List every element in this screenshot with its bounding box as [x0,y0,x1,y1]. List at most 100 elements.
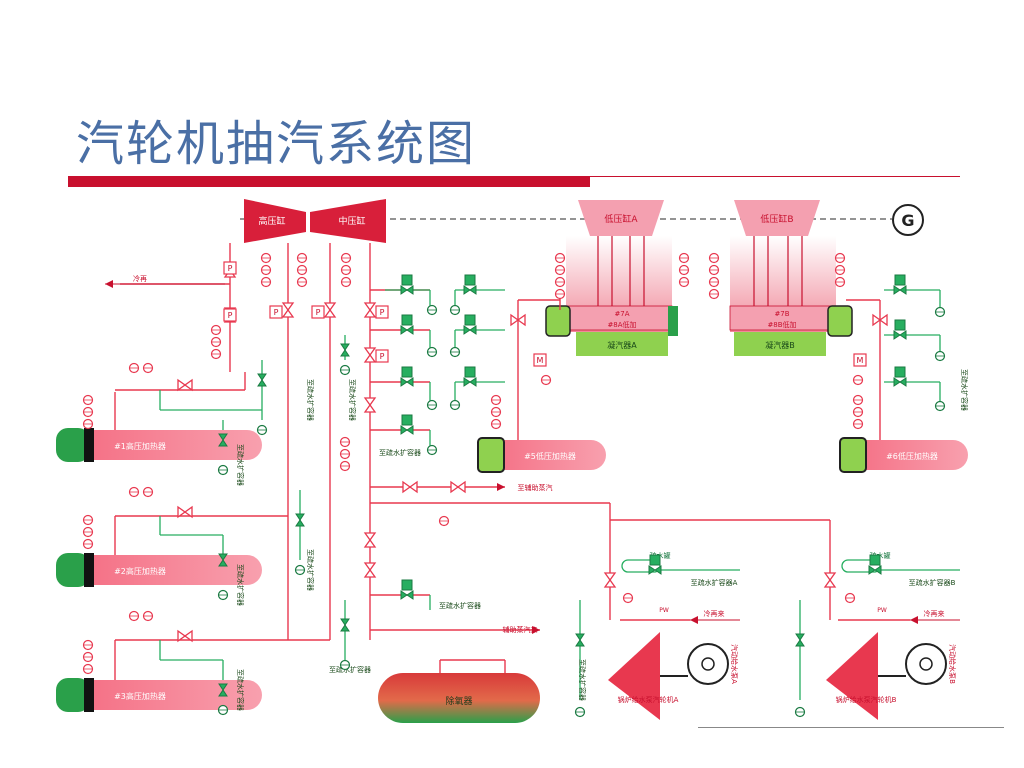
instrument-33 [554,288,566,300]
instrument-32 [554,276,566,288]
drain-instrument-15 [339,364,351,376]
drain-valve-5 [463,377,477,387]
drain-flash-v7-label: 至疏水扩容器 [960,369,969,411]
steam-valve-v-6 [364,397,376,413]
hp-heater-3-label: #3高压加热器 [114,691,166,701]
instrument-36 [678,276,690,288]
aux-steam-in-label: 辅助蒸汽来 [503,625,538,634]
lpb-turbine-top [734,200,820,236]
motor-tag-0-text: P [228,264,233,273]
drain-instrument-14 [294,564,306,576]
steam-valve-v-5 [364,347,376,363]
slide-title: 汽轮机抽汽系统图 [76,116,477,172]
instrument-40 [708,288,720,300]
cold-water-a-label: 冷再来 [704,609,725,618]
drain-valve-7 [893,285,907,295]
instrument-17 [82,538,94,550]
cold-reheat-in-a: 冷再来 [690,609,740,624]
steam-valve-v-3 [324,302,336,318]
steam-valve-v-7 [364,532,376,548]
drain-instrument-17 [574,706,586,718]
drain-valve-6 [400,425,414,435]
feed-pump-a-label: 汽动给水泵A [730,644,739,684]
drain-valve-v-8 [795,633,805,647]
drain-valve-3 [463,325,477,335]
title-rule-thin [590,176,960,177]
condenser-b-label: 凝汽器B [765,340,795,350]
instrument-16 [82,526,94,538]
drain-valve-v-4 [295,513,305,527]
motor-tag-2-text: P [274,308,279,317]
lpa-gland-right [668,306,678,336]
instrument-43 [834,276,846,288]
instrument-47 [852,394,864,406]
instrument-9 [210,324,222,336]
footer-rule [698,727,1004,728]
instrument-20 [82,663,94,675]
steam-valve-v-8 [364,562,376,578]
control-head-10 [649,554,661,566]
hp-heater-1: #1高压加热器 [56,428,262,462]
instrument-3 [296,252,308,264]
drain-valve-v-7 [575,633,585,647]
pump-b-label: 锅炉给水泵汽轮机B [836,695,897,704]
instrument-25 [128,610,140,622]
steam-valve-h-0 [177,379,193,391]
control-head-11 [869,554,881,566]
to-reheat-label: 冷再 [133,274,147,283]
lp-heater-6-label: #6低压加热器 [886,451,938,461]
steam-valve-h-3 [402,481,418,493]
cold-water-b-label: 冷再来 [924,609,945,618]
drain-valve-0 [400,285,414,295]
instrument-14 [82,418,94,430]
lp-heater-8a-label: #8A低加 [607,320,636,329]
lpa-turbine-label: 低压缸A [604,213,638,225]
instrument-12 [82,394,94,406]
ip-turbine [310,199,386,243]
drain-flash-v3-label: 至疏水扩容器 [236,669,245,711]
instrument-13 [82,406,94,418]
hp-turbine-label: 高压缸 [258,215,285,227]
drain-piping [159,289,960,700]
control-head-3 [464,314,476,326]
drain-flash-v1-label: 至疏水扩容器 [236,444,245,486]
deaerator: 除氧器 [378,673,540,723]
lp-heater-5: #5低压加热器 [477,437,606,473]
drain-valve-8 [893,330,907,340]
condenser-a-label: 凝汽器A [607,340,637,350]
control-head-1 [464,274,476,286]
drain-instrument-18 [794,706,806,718]
instrument-49 [852,418,864,430]
drain-tank-a: 疏水罐 [621,551,671,573]
instrument-2 [260,276,272,288]
control-head-0 [401,274,413,286]
instrument-53 [622,592,634,604]
hp-heater-2-label: #2高压加热器 [114,566,166,576]
lp-heater-7b-label: #7B [774,310,789,318]
hp-heater-2: #2高压加热器 [56,553,262,587]
motor-tag-4-text: P [380,308,385,317]
instrument-26 [142,610,154,622]
instrument-24 [142,486,154,498]
control-head-6 [401,414,413,426]
drain-instrument-8 [934,350,946,362]
instrument-6 [340,252,352,264]
pw-label-b: PW [877,607,887,614]
drain-valve-v-6 [340,618,350,632]
steam-valve-v-9 [604,572,616,588]
instrument-37 [708,252,720,264]
hp-heater-1-label: #1高压加热器 [114,441,166,451]
motor-tag-1-text: P [228,311,233,320]
motor-tag-3-text: P [316,308,321,317]
instrument-45 [490,406,502,418]
ip-turbine-label: 中压缸 [338,215,365,227]
drain-instrument-6 [426,444,438,456]
instrument-15 [82,514,94,526]
instrument-44 [490,394,502,406]
deaerator-label: 除氧器 [445,695,472,707]
instrument-7 [340,264,352,276]
lpb-turbine-label: 低压缸B [760,213,793,225]
title-rule-thick [68,176,590,187]
